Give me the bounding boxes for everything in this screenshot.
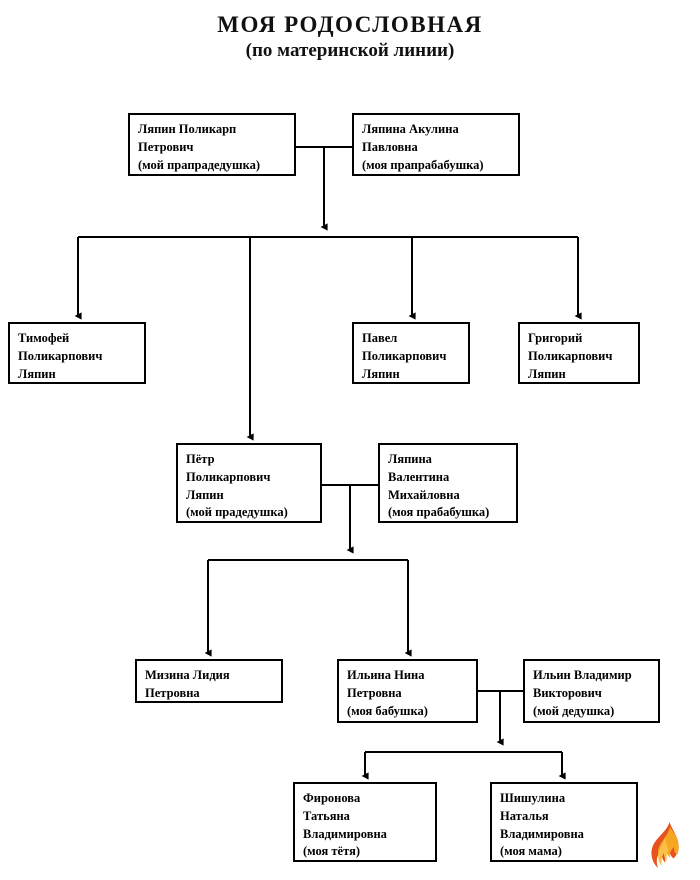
person-box-shishulina-natalya[interactable]: Шишулина Наталья Владимировна (моя мама) xyxy=(490,782,638,862)
person-box-ilin-vladimir[interactable]: Ильин Владимир Викторович (мой дедушка) xyxy=(523,659,660,723)
person-name-line: Ляпин Поликарп xyxy=(138,122,237,136)
person-relation: (мой прадедушка) xyxy=(186,505,288,520)
title-main: МОЯ РОДОСЛОВНАЯ xyxy=(217,12,483,37)
person-name-line: Викторович xyxy=(533,685,602,700)
person-name-line: Валентина xyxy=(388,469,450,484)
person-name-line: Ляпин xyxy=(18,366,56,381)
person-name-line: Поликарпович xyxy=(528,348,613,363)
person-box-mizina-lidiya[interactable]: Мизина Лидия Петровна xyxy=(135,659,283,703)
person-name-line: Петрович xyxy=(138,139,194,154)
person-name-line: Владимировна xyxy=(500,826,584,841)
person-name-line: Павел xyxy=(362,331,398,345)
person-name-line: Ильина Нина xyxy=(347,668,425,682)
person-name-line: Шишулина xyxy=(500,791,566,805)
person-box-ilina-nina[interactable]: Ильина Нина Петровна (моя бабушка) xyxy=(337,659,478,723)
person-name-line: Пётр xyxy=(186,452,215,466)
person-box-lyapin-polikarp[interactable]: Ляпин Поликарп Петрович (мой прапрадедуш… xyxy=(128,113,296,176)
person-relation: (моя прабабушка) xyxy=(388,505,490,520)
person-name-line: Михайловна xyxy=(388,487,460,502)
person-box-petr[interactable]: Пётр Поликарпович Ляпин (мой прадедушка) xyxy=(176,443,322,523)
person-relation: (моя мама) xyxy=(500,844,562,859)
person-relation: (мой дедушка) xyxy=(533,703,615,718)
person-name-line: Поликарпович xyxy=(18,348,103,363)
person-name-line: Ляпина Акулина xyxy=(362,122,459,136)
person-box-fironova-tatyana[interactable]: Фиронова Татьяна Владимировна (моя тётя) xyxy=(293,782,437,862)
person-name-line: Тимофей xyxy=(18,331,70,345)
person-name-line: Ильин Владимир xyxy=(533,668,632,682)
person-name-line: Павловна xyxy=(362,139,418,154)
person-name-line: Фиронова xyxy=(303,791,361,805)
person-name-line: Поликарпович xyxy=(186,469,271,484)
person-relation: (мой прапрадедушка) xyxy=(138,157,260,172)
person-relation: (моя прапрабабушка) xyxy=(362,157,484,172)
person-name-line: Григорий xyxy=(528,331,583,345)
person-relation: (моя бабушка) xyxy=(347,703,428,718)
page-title: МОЯ РОДОСЛОВНАЯ (по материнской линии) xyxy=(0,12,700,62)
person-name-line: Владимировна xyxy=(303,826,387,841)
person-relation: (моя тётя) xyxy=(303,844,361,859)
person-name-line: Петровна xyxy=(145,685,200,700)
person-box-timofey[interactable]: Тимофей Поликарпович Ляпин xyxy=(8,322,146,384)
person-name-line: Ляпин xyxy=(186,487,224,502)
person-name-line: Наталья xyxy=(500,808,549,823)
title-subtitle: (по материнской линии) xyxy=(245,40,455,62)
person-box-pavel[interactable]: Павел Поликарпович Ляпин xyxy=(352,322,470,384)
person-box-lyapina-akulina[interactable]: Ляпина Акулина Павловна (моя прапрабабуш… xyxy=(352,113,520,176)
person-name-line: Татьяна xyxy=(303,808,350,823)
person-name-line: Петровна xyxy=(347,685,402,700)
person-name-line: Поликарпович xyxy=(362,348,447,363)
person-name-line: Ляпин xyxy=(362,366,400,381)
person-name-line: Мизина Лидия xyxy=(145,668,230,682)
person-name-line: Ляпина xyxy=(388,452,432,466)
person-box-grigoriy[interactable]: Григорий Поликарпович Ляпин xyxy=(518,322,640,384)
flame-icon xyxy=(651,822,679,868)
person-box-lyapina-valentina[interactable]: Ляпина Валентина Михайловна (моя прабабу… xyxy=(378,443,518,523)
person-name-line: Ляпин xyxy=(528,366,566,381)
